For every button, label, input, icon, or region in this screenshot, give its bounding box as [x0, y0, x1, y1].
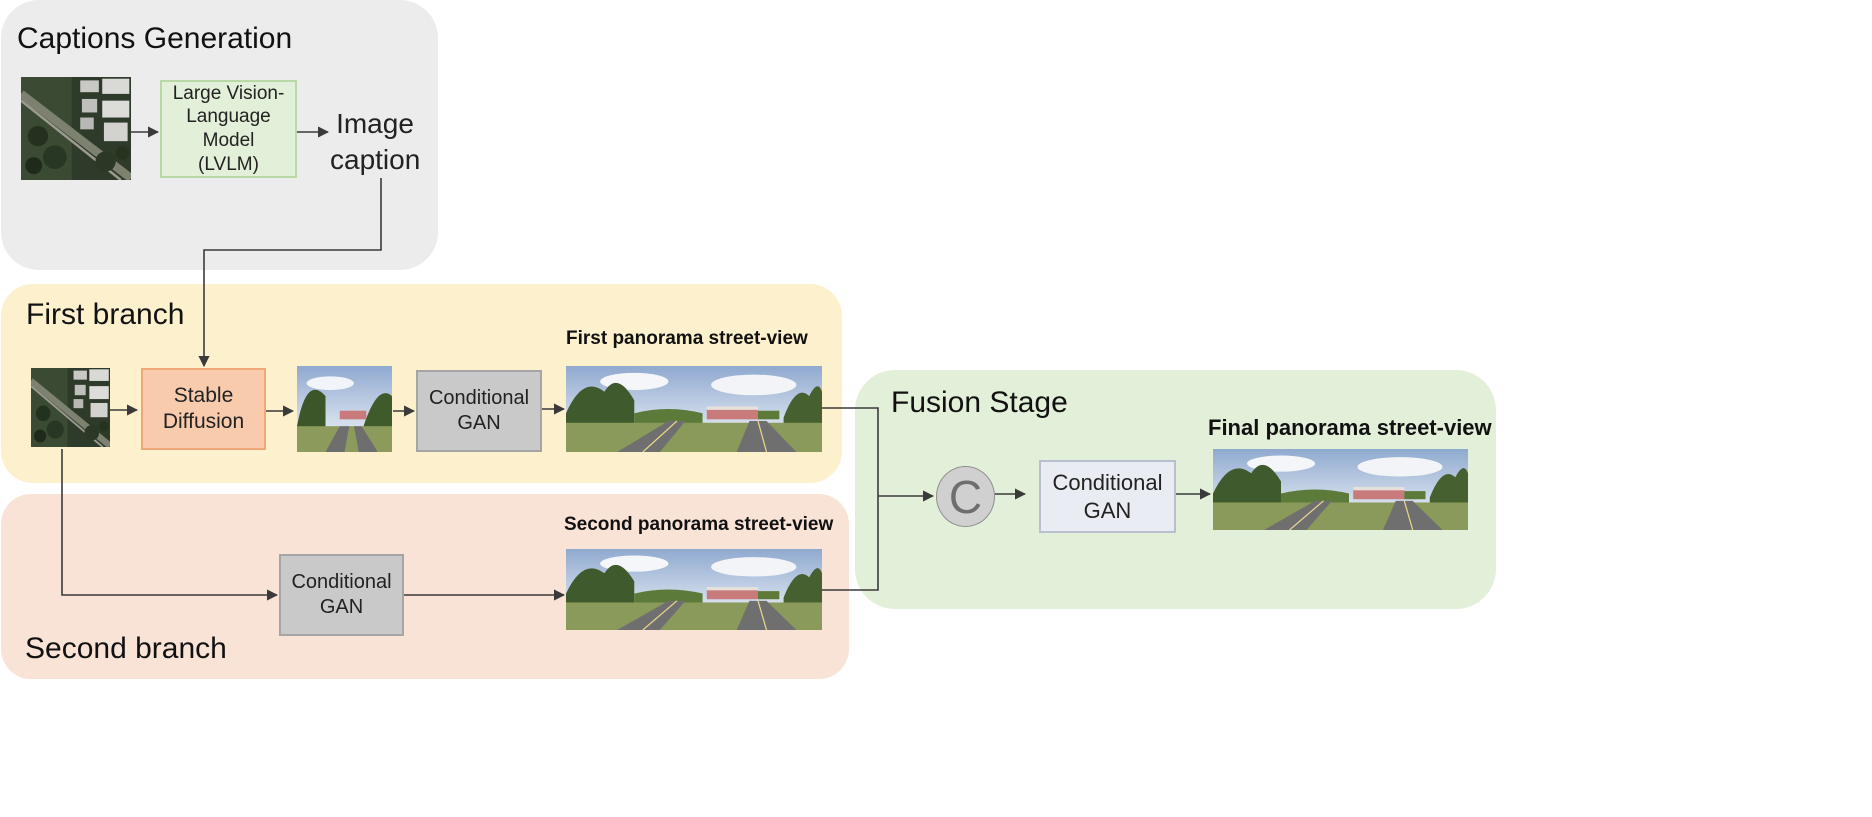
stable-diffusion-label: Stable Diffusion [162, 383, 245, 433]
second-gan-label: Conditional GAN [291, 571, 392, 618]
final-panorama-label: Final panorama street-view [1208, 415, 1492, 440]
fusion-gan-label: Conditional GAN [1052, 470, 1163, 523]
stable-diffusion-box: Stable Diffusion [141, 368, 266, 450]
first-gan-box: Conditional GAN [416, 370, 542, 452]
second-branch-title: Second branch [25, 632, 227, 665]
panorama-image-icon [1213, 449, 1468, 530]
image-caption-label: Image caption [330, 108, 421, 176]
lvlm-box: Large Vision- Language Model (LVLM) [160, 80, 297, 178]
panorama-image-icon [566, 366, 822, 452]
concat-symbol: C [948, 470, 983, 523]
satellite-image-icon [31, 368, 110, 447]
first-panorama-label: First panorama street-view [566, 328, 808, 349]
first-gan-label: Conditional GAN [428, 387, 530, 434]
captions-generation-title: Captions Generation [17, 22, 293, 55]
satellite-image-icon [21, 77, 131, 180]
lvlm-label: Large Vision- Language Model (LVLM) [172, 82, 285, 175]
second-gan-box: Conditional GAN [279, 554, 404, 636]
panorama-image-icon [297, 366, 392, 452]
fusion-gan-box: Conditional GAN [1039, 460, 1176, 533]
second-panorama-label: Second panorama street-view [564, 514, 834, 535]
concatenation-icon: C [936, 466, 995, 527]
fusion-stage-title: Fusion Stage [891, 386, 1068, 419]
panorama-image-icon [566, 549, 822, 630]
first-branch-title: First branch [26, 298, 185, 331]
